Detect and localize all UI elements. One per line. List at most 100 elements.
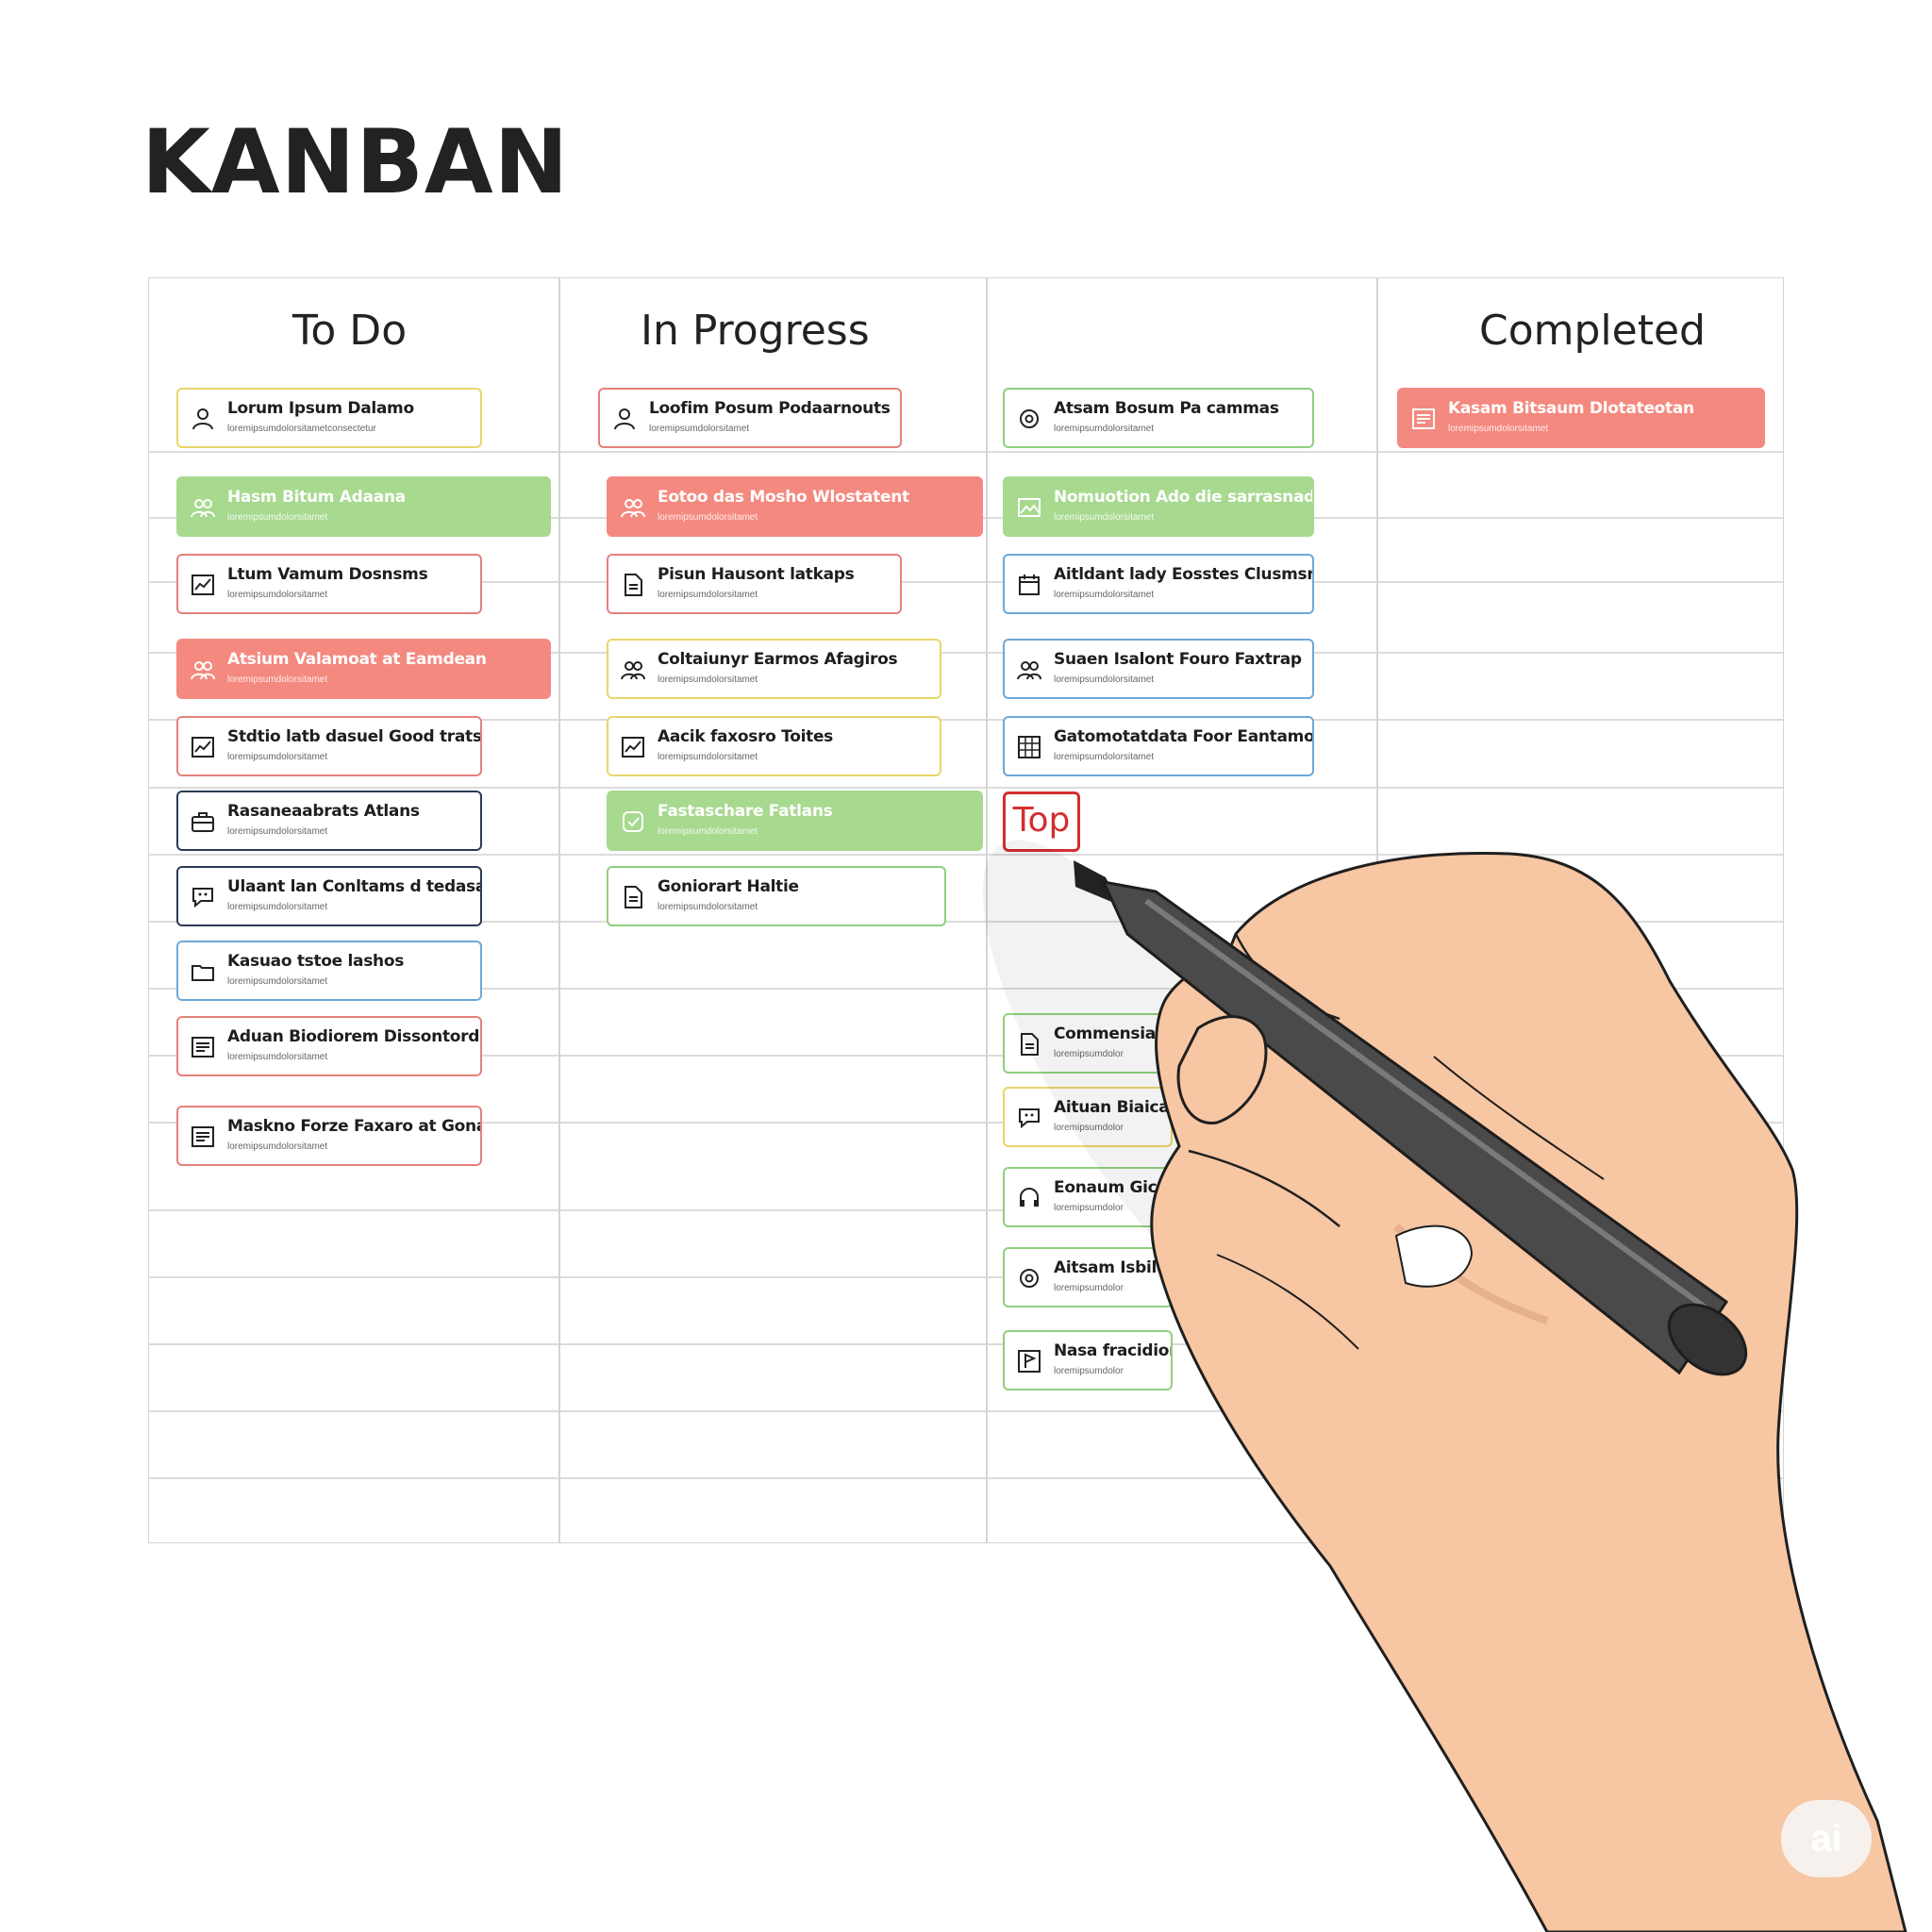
- task-card-title: Aituan Biaicaudt: [1054, 1098, 1171, 1117]
- task-card-title: Aitldant lady Eosstes Clusmsnat: [1054, 565, 1314, 584]
- chart-icon: [190, 734, 216, 760]
- task-card-title: Coltaiunyr Earmos Afagiros: [658, 650, 898, 669]
- people-icon: [620, 494, 646, 521]
- task-card-subtitle: loremipsumdolorsitamet: [658, 826, 758, 837]
- task-card-subtitle: loremipsumdolorsitamet: [227, 1141, 328, 1152]
- task-card-subtitle: loremipsumdolorsitamet: [1054, 424, 1155, 434]
- task-card-subtitle: loremipsumdolor: [1054, 1049, 1124, 1059]
- task-card-todo[interactable]: Stdtio latb dasuel Good trats loremipsumd…: [176, 716, 482, 776]
- task-card-subtitle: loremipsumdolorsitamet: [227, 590, 328, 600]
- task-card-subtitle: loremipsumdolorsitamet: [658, 752, 758, 762]
- task-card-title: Kasuao tstoe lashos: [227, 952, 405, 971]
- task-card-subtitle: loremipsumdolorsitamet: [227, 826, 328, 837]
- task-card-subtitle: loremipsumdolorsitamet: [227, 902, 328, 912]
- task-card-title: Ulaant lan Conltams d tedasats: [227, 877, 482, 896]
- task-card-third[interactable]: Aitsam Isbilde Coualoremipsumdolor: [1003, 1247, 1173, 1307]
- chart-icon: [620, 734, 646, 760]
- task-card-third[interactable]: Gatomotatdata Foor Eantamo loremipsumdolo…: [1003, 716, 1314, 776]
- briefcase-icon: [190, 808, 216, 835]
- task-card-title: Atsam Bosum Pa cammas: [1054, 399, 1279, 418]
- task-card-third[interactable]: Suaen Isalont Fouro Faxtrap loremipsumdol…: [1003, 639, 1314, 699]
- task-card-third[interactable]: Commensia Ac loremipsumdolor: [1003, 1013, 1173, 1074]
- task-card-title: Fastaschare Fatlans: [658, 802, 833, 821]
- column-header-todo: To Do: [292, 307, 408, 355]
- task-card-progress[interactable]: Aacik faxosro Toites loremipsumdolorsitam…: [607, 716, 941, 776]
- task-card-subtitle: loremipsumdolorsitamet: [1054, 590, 1155, 600]
- task-card-todo[interactable]: Rasaneaabrats Atlans loremipsumdolorsitam…: [176, 791, 482, 851]
- task-card-subtitle: loremipsumdolor: [1054, 1283, 1124, 1293]
- task-card-title: Rasaneaabrats Atlans: [227, 802, 420, 821]
- task-card-progress[interactable]: Loofim Posum Podaarnouts loremipsumdolors…: [598, 388, 902, 448]
- task-card-subtitle: loremipsumdolorsitamet: [227, 1052, 328, 1062]
- task-card-third[interactable]: Atsam Bosum Pa cammas loremipsumdolorsita…: [1003, 388, 1314, 448]
- task-card-progress[interactable]: Fastaschare Fatlans loremipsumdolorsitame…: [607, 791, 983, 851]
- people-icon: [190, 657, 216, 683]
- headset-icon: [1016, 1185, 1042, 1211]
- gear-icon: [1016, 406, 1042, 432]
- task-card-third[interactable]: Eonaum Gicaaty loremipsumdolor: [1003, 1167, 1173, 1227]
- list-icon: [190, 1034, 216, 1060]
- task-card-todo[interactable]: Ulaant lan Conltams d tedasats loremipsum…: [176, 866, 482, 926]
- sticker-icon: [620, 808, 646, 835]
- task-card-subtitle: loremipsumdolorsitamet: [658, 590, 758, 600]
- task-card-third[interactable]: Aitldant lady Eosstes Clusmsnat loremipsu…: [1003, 554, 1314, 614]
- task-card-title: Stdtio latb dasuel Good trats: [227, 727, 482, 746]
- task-card-subtitle: loremipsumdolorsitamet: [1054, 675, 1155, 685]
- people-icon: [190, 494, 216, 521]
- chart-icon: [190, 572, 216, 598]
- image-icon: [1016, 494, 1042, 521]
- flag-icon: [1016, 1348, 1042, 1374]
- grid-icon: [1016, 734, 1042, 760]
- task-card-subtitle: loremipsumdolorsitametconsectetur: [227, 424, 376, 434]
- task-card-todo[interactable]: Ltum Vamum Dosnsms loremipsumdolorsitamet: [176, 554, 482, 614]
- task-card-subtitle: loremipsumdolorsitamet: [227, 675, 328, 685]
- task-card-subtitle: loremipsumdolorsitamet: [649, 424, 750, 434]
- top-annotation-tag: Top: [1003, 791, 1080, 852]
- task-card-subtitle: loremipsumdolor: [1054, 1366, 1124, 1376]
- task-card-title: Atsium Valamoat at Eamdean: [227, 650, 487, 669]
- task-card-title: Maskno Forze Faxaro at Gonant: [227, 1117, 482, 1136]
- people-icon: [620, 657, 646, 683]
- task-card-title: Commensia Ac: [1054, 1024, 1173, 1043]
- task-card-title: Pisun Hausont latkaps: [658, 565, 855, 584]
- list-icon: [190, 1124, 216, 1150]
- list-icon: [1410, 406, 1437, 432]
- task-card-completed[interactable]: Kasam Bitsaum Dlotateotan loremipsumdolor…: [1397, 388, 1765, 448]
- task-card-third[interactable]: Aituan Biaicaudtloremipsumdolor: [1003, 1087, 1173, 1147]
- task-card-todo[interactable]: Maskno Forze Faxaro at Gonant loremipsumd…: [176, 1106, 482, 1166]
- task-card-title: Hasm Bitum Adaana: [227, 488, 406, 507]
- task-card-title: Loofim Posum Podaarnouts: [649, 399, 891, 418]
- task-card-title: Gatomotatdata Foor Eantamo: [1054, 727, 1314, 746]
- column-header-completed: Completed: [1479, 307, 1706, 355]
- person-icon: [611, 406, 638, 432]
- task-card-subtitle: loremipsumdolor: [1054, 1203, 1124, 1213]
- task-card-todo[interactable]: Atsium Valamoat at Eamdean loremipsumdolo…: [176, 639, 551, 699]
- task-card-subtitle: loremipsumdolorsitamet: [227, 976, 328, 987]
- task-card-title: Aacik faxosro Toites: [658, 727, 833, 746]
- calendar-icon: [1016, 572, 1042, 598]
- ai-watermark-badge: ai: [1781, 1800, 1872, 1877]
- document-icon: [620, 884, 646, 910]
- task-card-title: Eonaum Gicaaty: [1054, 1178, 1171, 1197]
- task-card-third[interactable]: Nasa fracidion tarhalosloremipsumdolor: [1003, 1330, 1173, 1391]
- task-card-subtitle: loremipsumdolorsitamet: [1448, 424, 1549, 434]
- task-card-progress[interactable]: Pisun Hausont latkaps loremipsumdolorsita…: [607, 554, 902, 614]
- document-icon: [620, 572, 646, 598]
- task-card-title: Eotoo das Mosho Wlostatent: [658, 488, 909, 507]
- people-icon: [1016, 657, 1042, 683]
- task-card-todo[interactable]: Kasuao tstoe lashos loremipsumdolorsitame…: [176, 941, 482, 1001]
- task-card-subtitle: loremipsumdolorsitamet: [1054, 752, 1155, 762]
- task-card-title: Suaen Isalont Fouro Faxtrap: [1054, 650, 1302, 669]
- task-card-subtitle: loremipsumdolorsitamet: [658, 902, 758, 912]
- task-card-title: Nomuotion Ado die sarrasnad: [1054, 488, 1314, 507]
- task-card-title: Kasam Bitsaum Dlotateotan: [1448, 399, 1694, 418]
- task-card-title: Ltum Vamum Dosnsms: [227, 565, 428, 584]
- task-card-subtitle: loremipsumdolorsitamet: [227, 752, 328, 762]
